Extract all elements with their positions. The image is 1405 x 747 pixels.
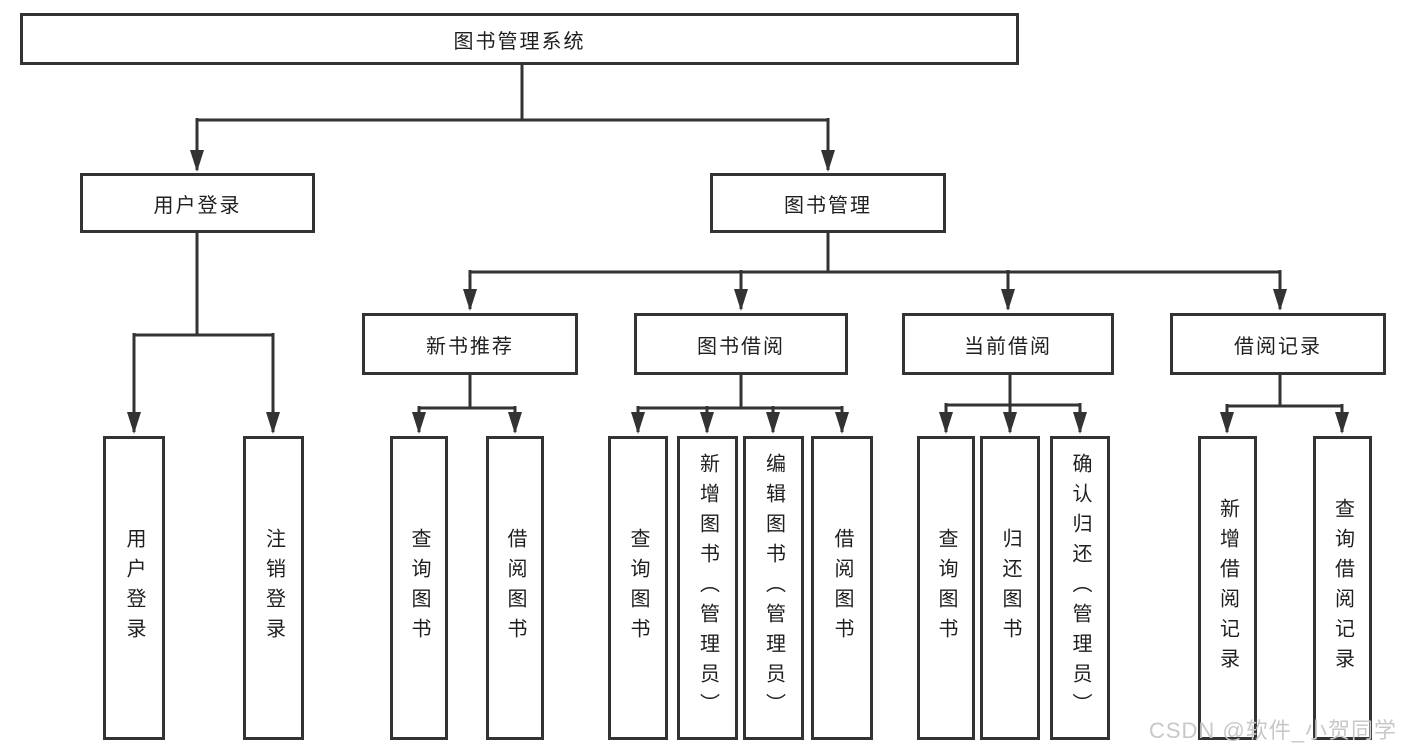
leaf-query-books-current: 查询图书 [917,436,975,740]
leaf-borrow-books: 借阅图书 [811,436,873,740]
node-book-borrow: 图书借阅 [634,313,848,375]
csdn-watermark: CSDN @软件_小贺同学 [1148,718,1397,743]
leaf-add-book-admin: 新增图书（管理员） [677,436,738,740]
leaf-query-books-recommend: 查询图书 [390,436,448,740]
leaf-query-books-borrow: 查询图书 [608,436,668,740]
node-borrow-record: 借阅记录 [1170,313,1386,375]
leaf-user-login: 用户登录 [103,436,165,740]
leaf-confirm-return-admin: 确认归还（管理员） [1050,436,1110,740]
leaf-return-book: 归还图书 [980,436,1040,740]
node-new-book-recommend: 新书推荐 [362,313,578,375]
leaf-borrow-books-recommend: 借阅图书 [486,436,544,740]
leaf-add-borrow-record: 新增借阅记录 [1198,436,1257,740]
leaf-query-borrow-record: 查询借阅记录 [1313,436,1372,740]
node-library-system: 图书管理系统 [20,13,1019,65]
node-current-borrow: 当前借阅 [902,313,1114,375]
node-user-login: 用户登录 [80,173,315,233]
leaf-logout-login: 注销登录 [243,436,304,740]
leaf-edit-book-admin: 编辑图书（管理员） [743,436,804,740]
node-book-management: 图书管理 [710,173,946,233]
